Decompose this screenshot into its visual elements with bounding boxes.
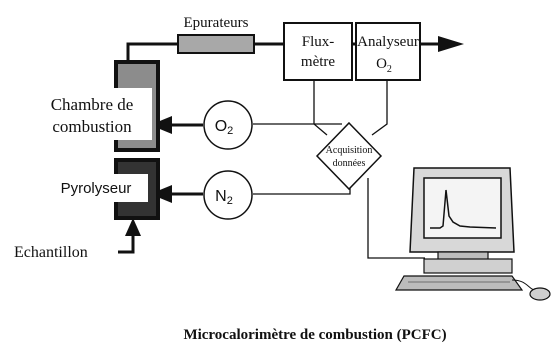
acquisition-label-2: données bbox=[333, 158, 366, 169]
n2-arrow bbox=[150, 185, 172, 203]
desktop-computer-icon bbox=[394, 167, 551, 301]
line-chambre-to-epurateurs bbox=[126, 42, 178, 62]
analyseur-label-2: O2 bbox=[376, 56, 392, 75]
gas-lines bbox=[118, 42, 438, 254]
chambre-label-2: combustion bbox=[52, 117, 132, 136]
mouse bbox=[529, 287, 551, 301]
epurateurs-box bbox=[177, 34, 255, 54]
epurateurs-label: Epurateurs bbox=[184, 15, 249, 31]
signal-to-computer bbox=[367, 178, 425, 259]
o2-label: O2 bbox=[215, 118, 234, 137]
signal-lines bbox=[253, 80, 425, 259]
echantillon-arrow bbox=[125, 218, 141, 236]
chambre-label-1: Chambre de bbox=[51, 95, 134, 114]
signal-peak-icon bbox=[430, 189, 497, 229]
fluxmetre-box bbox=[283, 22, 353, 81]
n2-circle bbox=[203, 170, 253, 220]
chambre-label-bg bbox=[30, 88, 152, 140]
diagram-caption: Microcalorimètre de combustion (PCFC) bbox=[183, 327, 446, 343]
computer-base bbox=[423, 258, 513, 274]
pyrolyseur-label-bg bbox=[48, 174, 148, 202]
signal-fluxmetre bbox=[313, 80, 328, 136]
n2-label: N2 bbox=[215, 188, 233, 207]
acquisition-label-1: Acquisition bbox=[326, 145, 373, 156]
signal-analyseur bbox=[371, 80, 388, 136]
fluxmetre-label-1: Flux- bbox=[302, 34, 335, 50]
line-echantillon bbox=[118, 232, 135, 254]
o2-circle bbox=[203, 100, 253, 150]
monitor-screen bbox=[423, 177, 502, 239]
acquisition-diamond bbox=[315, 121, 383, 191]
exhaust-arrow bbox=[438, 36, 464, 52]
o2-arrow bbox=[150, 116, 172, 134]
keyboard bbox=[394, 275, 524, 291]
analyseur-box bbox=[355, 22, 421, 81]
pyrolyseur-label: Pyrolyseur bbox=[61, 180, 132, 197]
signal-n2 bbox=[253, 178, 351, 195]
echantillon-label: Echantillon bbox=[14, 244, 88, 261]
analyseur-label-1: Analyseur bbox=[357, 34, 419, 50]
fluxmetre-label-2: mètre bbox=[301, 54, 335, 70]
